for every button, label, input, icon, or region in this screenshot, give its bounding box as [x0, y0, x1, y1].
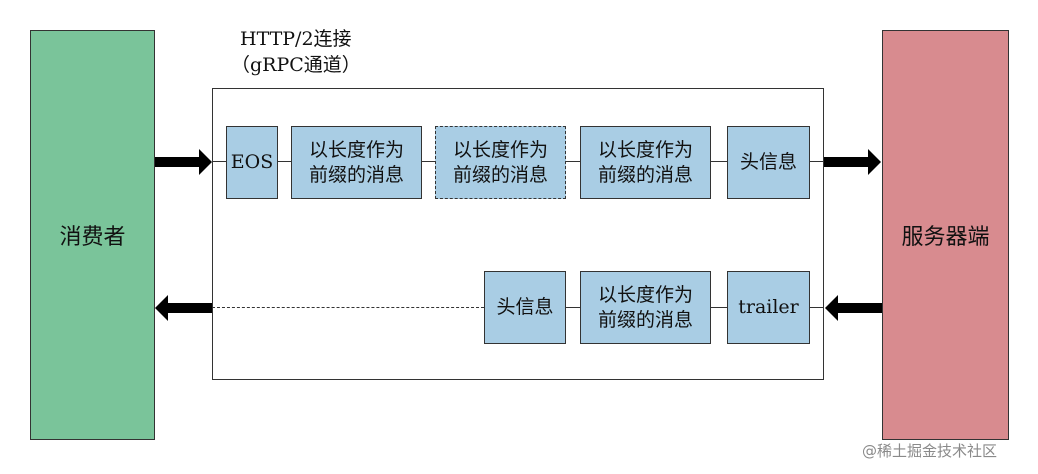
arrow-left-icon — [155, 295, 212, 321]
consumer-block: 消费者 — [30, 30, 155, 440]
trailer-label: trailer — [738, 296, 799, 318]
message-label-line1: 以长度作为 — [597, 138, 693, 161]
server-block: 服务器端 — [882, 30, 1009, 440]
response-headers-frame: 头信息 — [484, 271, 566, 344]
length-prefixed-message-dashed: 以长度作为 前缀的消息 — [435, 126, 566, 199]
consumer-label: 消费者 — [59, 225, 126, 250]
request-connector — [212, 161, 226, 162]
length-prefixed-message: 以长度作为 前缀的消息 — [580, 126, 711, 199]
request-connector — [278, 161, 291, 162]
message-label-line2: 前缀的消息 — [597, 163, 693, 186]
message-label-line2: 前缀的消息 — [308, 163, 404, 186]
channel-title-line2: （gRPC通道） — [231, 54, 361, 76]
message-label-line1: 以长度作为 — [452, 138, 548, 161]
headers-label: 头信息 — [739, 151, 797, 173]
watermark: @稀土掘金技术社区 — [862, 442, 998, 460]
headers-label: 头信息 — [496, 296, 554, 318]
eos-label: EOS — [230, 151, 274, 173]
length-prefixed-message: 以长度作为 前缀的消息 — [291, 126, 422, 199]
request-connector — [711, 161, 727, 162]
eos-frame: EOS — [226, 126, 278, 199]
response-connector — [810, 307, 824, 308]
trailer-frame: trailer — [727, 271, 810, 344]
arrow-right-icon — [155, 149, 212, 175]
message-label-line2: 前缀的消息 — [597, 308, 693, 331]
arrow-channel-to-consumer — [155, 295, 212, 321]
arrow-consumer-to-channel — [155, 149, 212, 175]
request-connector — [566, 161, 580, 162]
response-connector — [566, 307, 580, 308]
response-connector — [711, 307, 727, 308]
message-label-line1: 以长度作为 — [597, 283, 693, 306]
request-connector — [422, 161, 435, 162]
arrow-server-to-channel — [825, 295, 882, 321]
server-label: 服务器端 — [901, 225, 990, 250]
request-connector — [810, 161, 824, 162]
length-prefixed-message: 以长度作为 前缀的消息 — [580, 271, 711, 344]
message-label-line2: 前缀的消息 — [452, 163, 548, 186]
request-headers-frame: 头信息 — [727, 126, 810, 199]
arrow-right-icon — [824, 149, 881, 175]
response-dashed-connector — [212, 307, 484, 308]
arrow-channel-to-server — [824, 149, 881, 175]
message-label-line1: 以长度作为 — [308, 138, 404, 161]
arrow-left-icon — [825, 295, 882, 321]
channel-title-line1: HTTP/2连接 — [240, 28, 352, 50]
